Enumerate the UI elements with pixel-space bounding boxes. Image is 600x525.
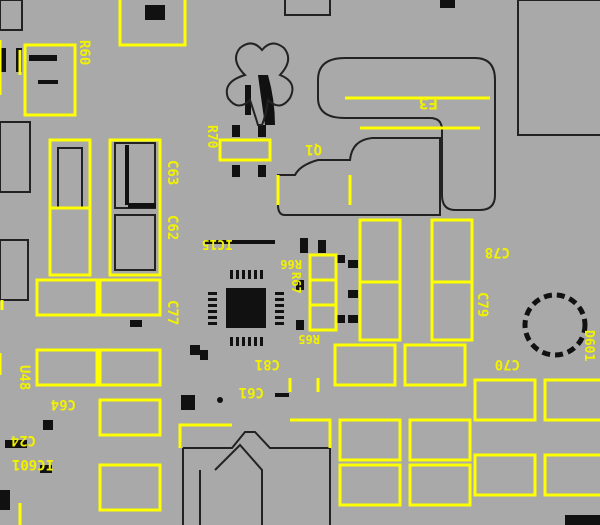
ic15-pin [208,304,217,307]
ic15-pin [248,337,251,346]
label-q1: Q1 [305,141,322,157]
ic15-pin [208,298,217,301]
label-c63: C63 [164,160,180,185]
ic15-pin [242,270,245,279]
ic15-pin [260,270,263,279]
label-c78: C78 [485,244,510,260]
ic15-pin [254,270,257,279]
ic15-pin [254,337,257,346]
ic15-pin [208,292,217,295]
label-c24: C24 [11,432,36,448]
label-r70: R70 [204,125,219,149]
ic15-pin [260,337,263,346]
silkscreen-labels: F3 R60 R70 Q1 C63 C62 IC15 R66 R67 C78 C… [11,40,596,472]
ic15-pin [275,292,284,295]
label-c79: C79 [474,292,490,317]
ic15-pin [275,322,284,325]
round-pad [522,292,588,358]
ic15-pin [230,337,233,346]
ic15-pin [236,270,239,279]
label-c70: C70 [495,356,520,372]
ic15-pin [275,298,284,301]
clover-footprint [225,42,294,126]
ic15-pin [275,310,284,313]
ic15-pin [248,270,251,279]
ic15-pin [208,322,217,325]
label-ic601: IC601 [12,456,54,472]
label-r66: R66 [280,257,302,271]
label-c77: C77 [164,300,180,325]
ic15-pin [208,310,217,313]
ic15-pins [208,270,284,346]
ic15-pin [230,270,233,279]
label-c81: C81 [255,356,280,372]
label-r60: R60 [76,40,92,65]
label-r65: R65 [298,332,320,346]
label-c61: C61 [239,384,264,400]
ic15-pin [242,337,245,346]
ic15-pin [275,304,284,307]
label-d601: D601 [581,330,596,361]
ic15-pin [275,316,284,319]
label-r67: R67 [289,272,303,294]
ic15-pin [208,316,217,319]
ic15-pin [236,337,239,346]
label-c62: C62 [164,215,180,240]
label-f3: F3 [419,94,438,113]
label-ic15: IC15 [202,236,233,251]
label-c64: C64 [51,396,76,412]
label-u48: U48 [16,365,32,390]
